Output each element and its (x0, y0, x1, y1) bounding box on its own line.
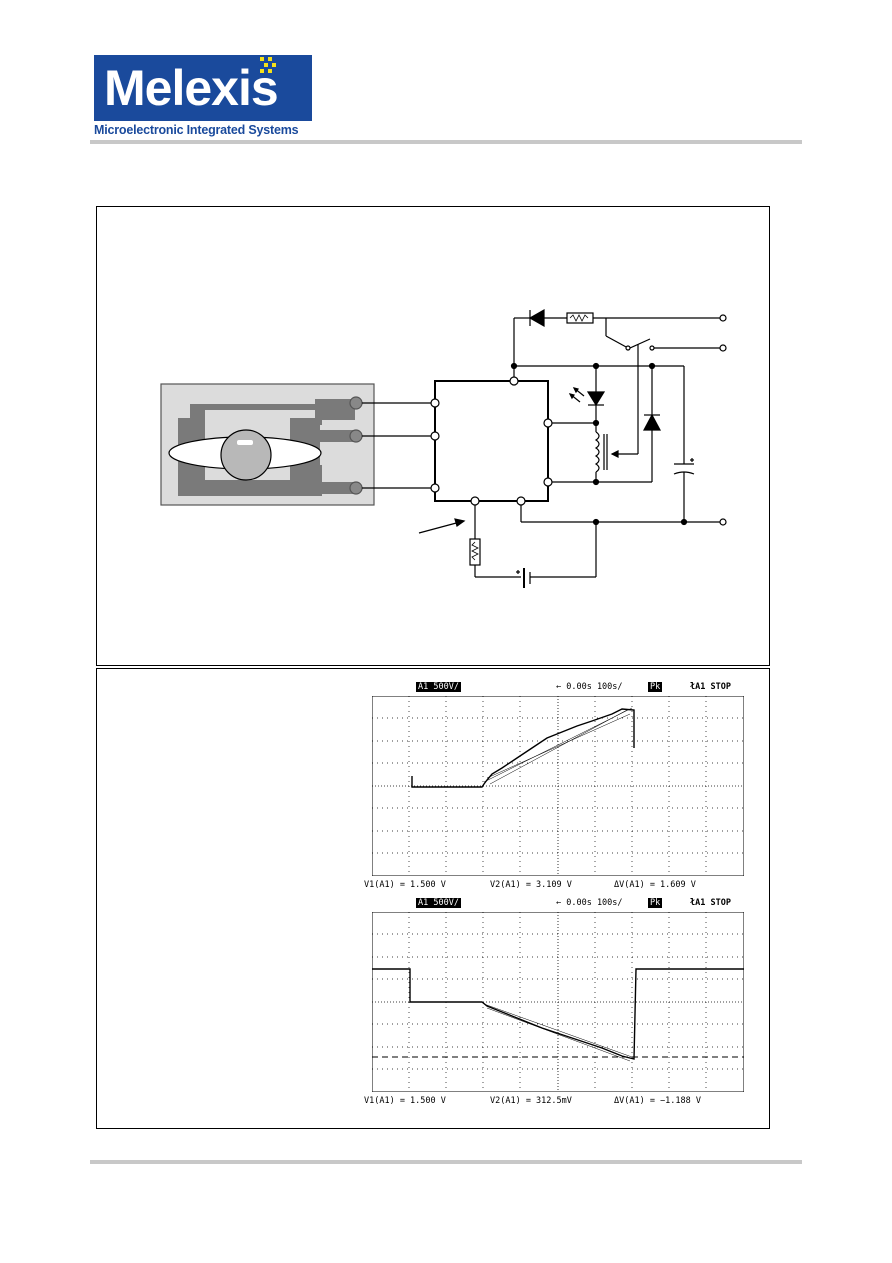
scope-2-footer: V1(A1) = 1.500 V V2(A1) = 312.5mV ΔV(A1)… (364, 1096, 744, 1108)
ic-box (434, 380, 549, 502)
scope-1-stop: łA1 STOP (690, 682, 731, 692)
scope-1-header: A1 500V/ ← 0.00s 100s/ Pk łA1 STOP (360, 682, 746, 694)
scope-1-channel-label: A1 500V/ (416, 682, 461, 692)
scope-1-v1: V1(A1) = 1.500 V (364, 880, 446, 890)
scope-2-screen (372, 912, 744, 1092)
scope-2-pk: Pk (648, 898, 663, 908)
circuit-diagram (160, 308, 727, 588)
scope-2-dv: ΔV(A1) = −1.188 V (614, 1096, 701, 1106)
footer-rule (90, 1160, 802, 1164)
scope-2-channel-label: A1 500V/ (416, 898, 461, 908)
scope-2-v1: V1(A1) = 1.500 V (364, 1096, 446, 1106)
scope-1-v2: V2(A1) = 3.109 V (490, 880, 572, 890)
scope-2-header: A1 500V/ ← 0.00s 100s/ Pk łA1 STOP (360, 898, 746, 910)
oscilloscope-trace-1: A1 500V/ ← 0.00s 100s/ Pk łA1 STOP V1(A1… (360, 680, 746, 890)
scope-1-screen (372, 696, 744, 876)
scope-1-dv: ΔV(A1) = 1.609 V (614, 880, 696, 890)
sensor-ball (220, 429, 272, 481)
tagline: Microelectronic Integrated Systems (94, 123, 299, 137)
logo-dots-icon (260, 57, 276, 73)
scope-2-v2: V2(A1) = 312.5mV (490, 1096, 572, 1106)
scope-2-stop: łA1 STOP (690, 898, 731, 908)
oscilloscope-trace-2: A1 500V/ ← 0.00s 100s/ Pk łA1 STOP V1(A1… (360, 896, 746, 1106)
header-rule (90, 140, 802, 144)
scope-panel (96, 668, 770, 1129)
scope-2-timebase: ← 0.00s 100s/ (556, 898, 623, 908)
circuit-panel (96, 206, 770, 666)
scope-1-footer: V1(A1) = 1.500 V V2(A1) = 3.109 V ΔV(A1)… (364, 880, 744, 892)
scope-1-pk: Pk (648, 682, 663, 692)
scope-1-timebase: ← 0.00s 100s/ (556, 682, 623, 692)
logo-text: Melexis (104, 60, 279, 116)
